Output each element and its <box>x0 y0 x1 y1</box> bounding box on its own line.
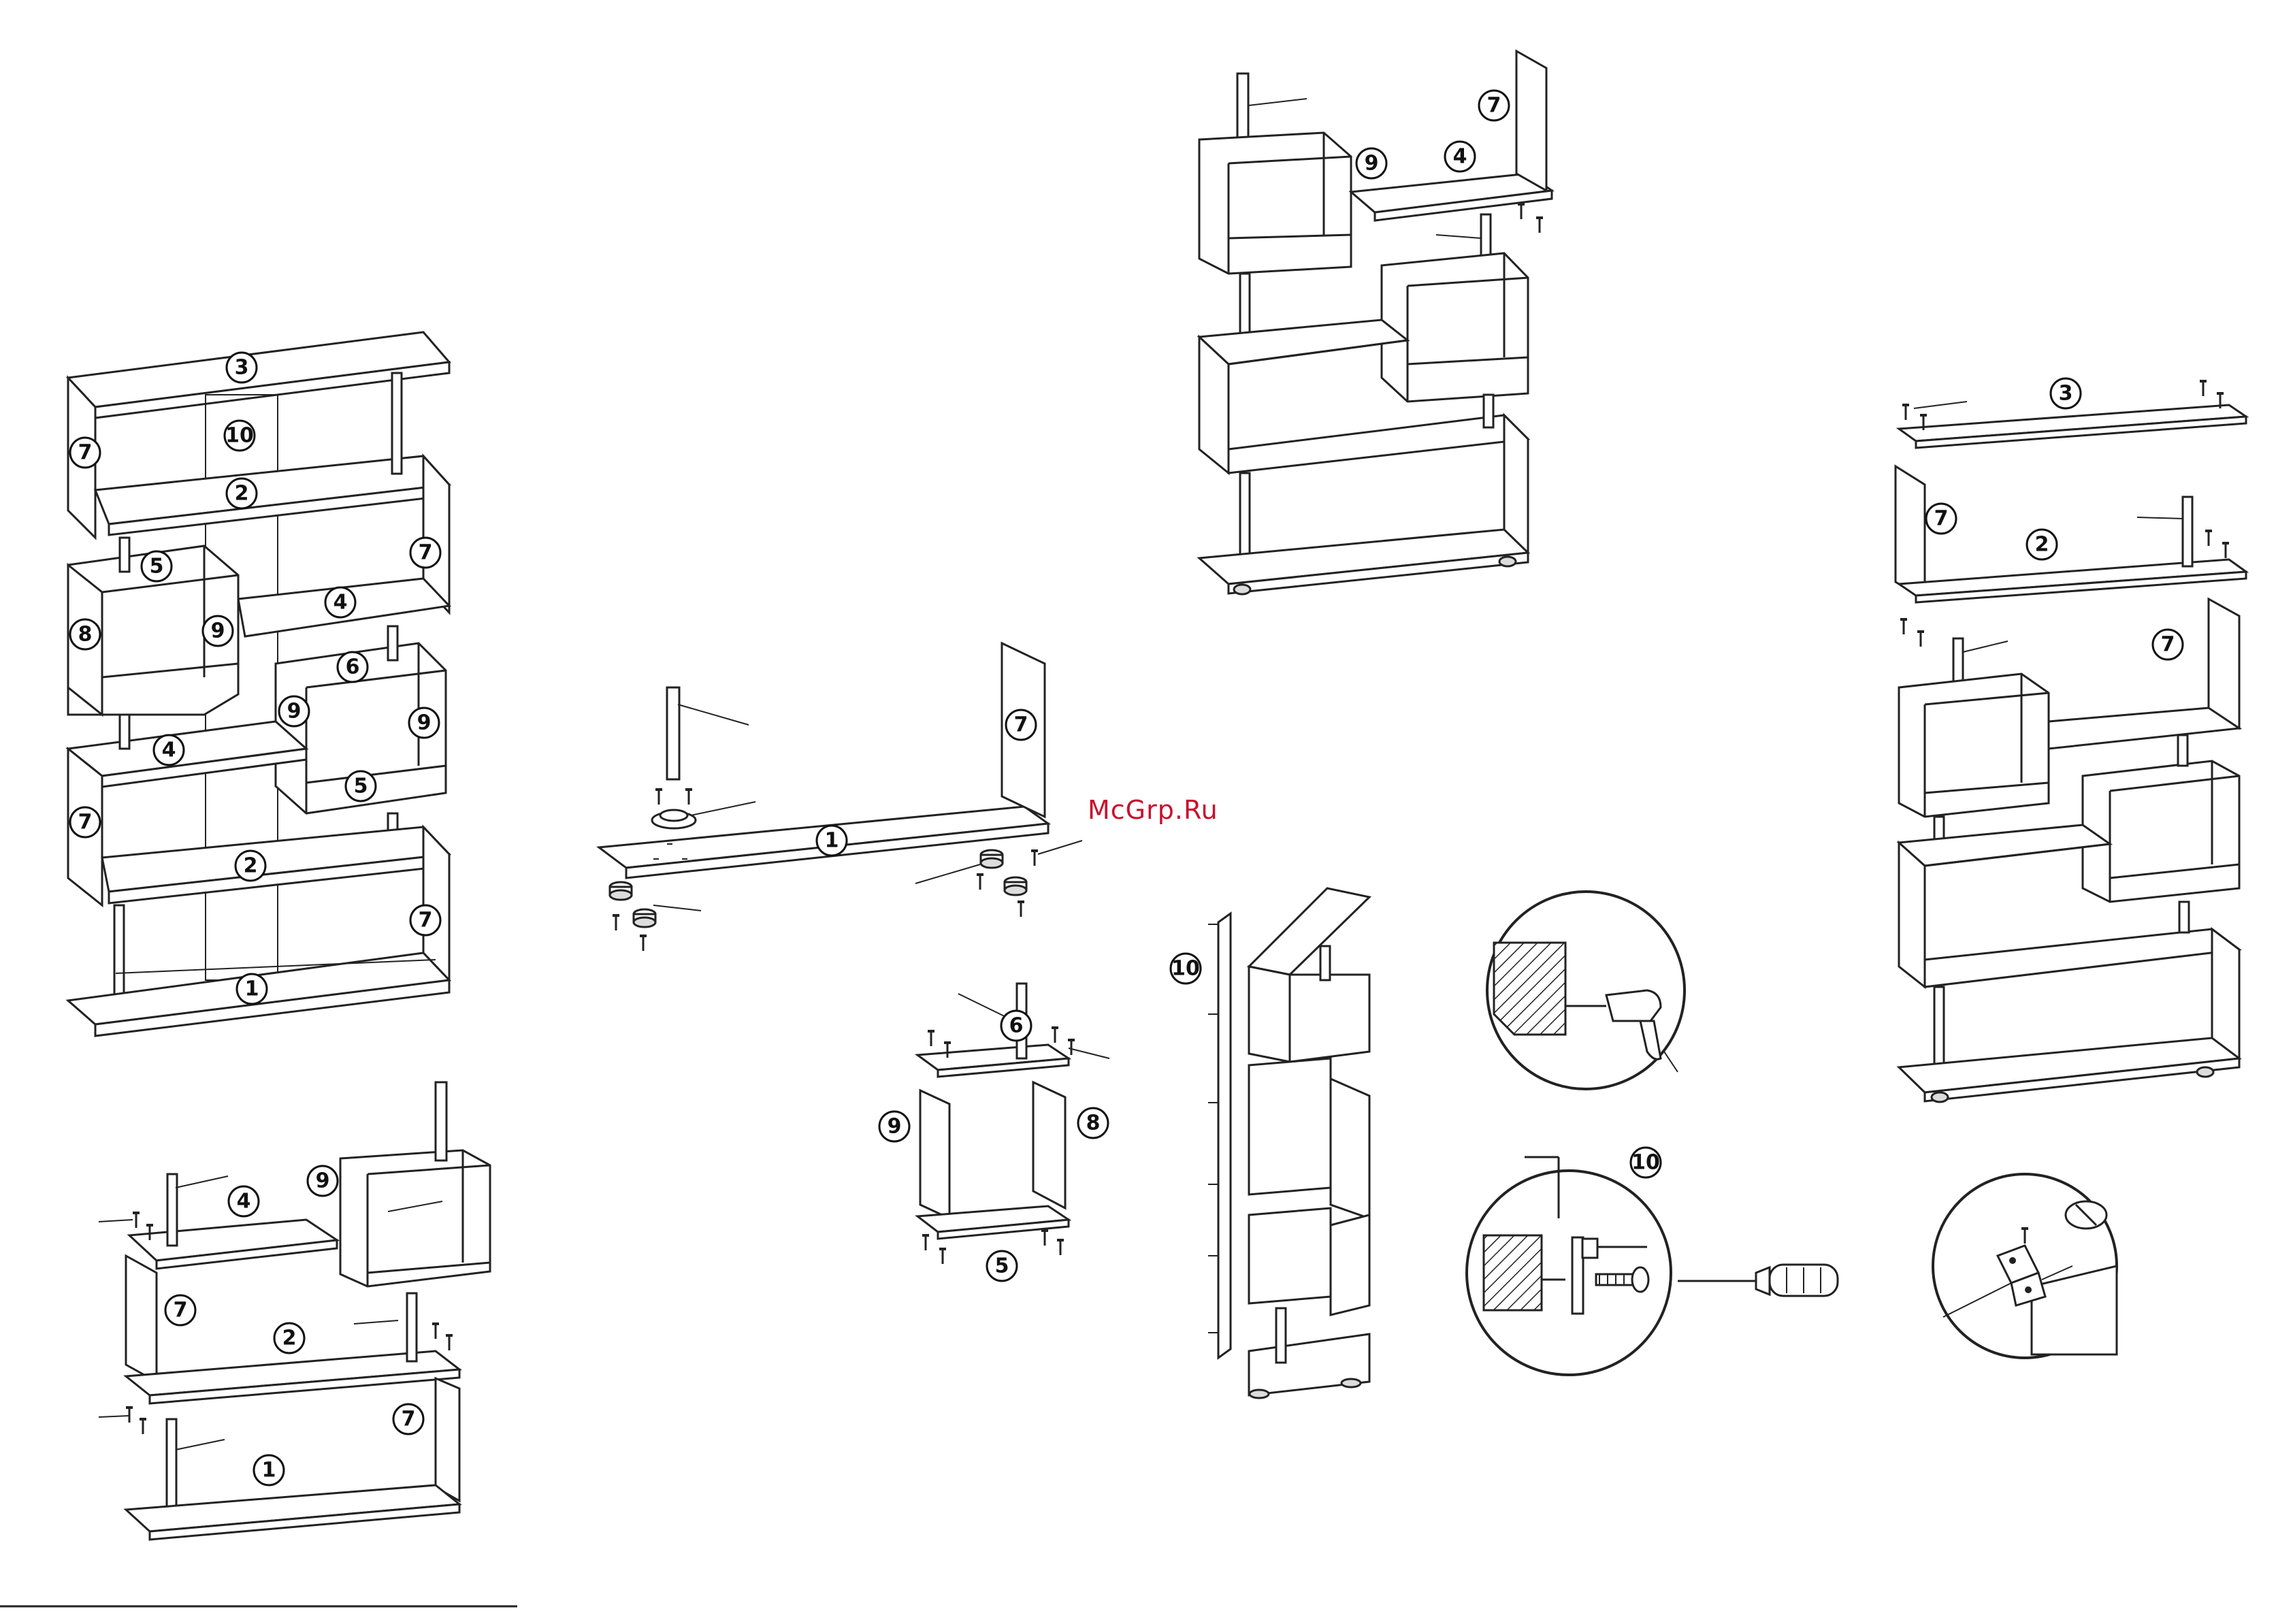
screwdriver-icon <box>1678 1265 1838 1296</box>
callout-5: 5 <box>346 771 376 801</box>
callout-label: 7 <box>419 909 433 932</box>
callout-9: 9 <box>279 696 309 726</box>
callout-9: 9 <box>203 616 233 646</box>
detail-wall-anchor <box>1467 1157 1671 1375</box>
callout-label: 7 <box>78 811 93 834</box>
callout-label: 7 <box>419 541 433 565</box>
assembled-shelf <box>68 332 449 1036</box>
callout-label: 4 <box>334 591 348 615</box>
callout-label: 5 <box>354 775 368 798</box>
callout-label: 3 <box>235 356 249 380</box>
callout-label: 10 <box>1631 1151 1660 1175</box>
callout-7: 7 <box>2153 630 2183 660</box>
callout-2: 2 <box>2027 530 2057 559</box>
callout-label: 7 <box>1487 94 1501 118</box>
callout-3: 3 <box>2051 378 2081 408</box>
callout-label: 9 <box>888 1115 902 1139</box>
callout-label: 7 <box>1014 713 1028 737</box>
callout-7: 7 <box>410 905 440 935</box>
step-lower-assembly <box>99 1082 490 1540</box>
callout-1: 1 <box>237 974 267 1004</box>
callout-label: 4 <box>162 738 176 762</box>
callout-10: 10 <box>1631 1148 1661 1178</box>
callout-label: 6 <box>1009 1014 1024 1038</box>
callout-label: 9 <box>1365 152 1379 176</box>
watermark: McGrp.Ru <box>1088 795 1218 825</box>
callout-2: 2 <box>274 1323 304 1353</box>
callout-1: 1 <box>817 826 847 856</box>
callout-5: 5 <box>987 1251 1017 1281</box>
callout-5: 5 <box>142 551 172 581</box>
callout-7: 7 <box>1479 91 1509 120</box>
callout-label: 7 <box>78 441 93 465</box>
callout-7: 7 <box>393 1404 423 1434</box>
callout-3: 3 <box>227 353 257 383</box>
detail-bracket <box>1933 1174 2117 1358</box>
callout-label: 10 <box>1171 957 1200 981</box>
callout-label: 8 <box>1086 1111 1101 1135</box>
callout-label: 9 <box>287 700 302 724</box>
callout-label: 2 <box>282 1327 297 1350</box>
detail-drill <box>1487 892 1685 1089</box>
callout-label: 9 <box>417 711 432 735</box>
callout-10: 10 <box>225 421 255 451</box>
callout-label: 2 <box>2035 533 2049 557</box>
callout-label: 4 <box>237 1190 251 1214</box>
callout-label: 8 <box>78 623 93 647</box>
callout-label: 2 <box>244 854 258 878</box>
callout-9: 9 <box>308 1166 338 1196</box>
step-base-assembly <box>599 643 1082 951</box>
callout-label: 3 <box>2059 382 2073 406</box>
callout-4: 4 <box>325 587 355 617</box>
callout-label: 7 <box>402 1408 416 1431</box>
callout-7: 7 <box>1006 710 1036 740</box>
callout-label: 5 <box>150 555 164 579</box>
callout-label: 7 <box>174 1299 188 1322</box>
callout-label: 5 <box>995 1254 1009 1278</box>
callout-1: 1 <box>254 1455 284 1485</box>
callout-4: 4 <box>1445 142 1475 172</box>
callout-7: 7 <box>70 807 100 837</box>
callout-2: 2 <box>235 851 265 881</box>
callout-6: 6 <box>1001 1011 1031 1041</box>
callout-7: 7 <box>1926 504 1956 534</box>
callout-6: 6 <box>338 652 368 682</box>
callout-label: 4 <box>1453 145 1467 169</box>
step-upper-assembly <box>1199 51 1552 594</box>
callout-label: 7 <box>2161 633 2175 657</box>
callout-9: 9 <box>409 708 439 738</box>
callout-label: 1 <box>245 977 259 1001</box>
step-wall-mount-side <box>1208 888 1369 1398</box>
step-right-assembly <box>1896 381 2246 1102</box>
callout-label: 1 <box>825 829 839 853</box>
callout-9: 9 <box>879 1111 909 1141</box>
callout-label: 9 <box>211 619 225 643</box>
callout-8: 8 <box>1078 1108 1108 1138</box>
callout-10: 10 <box>1171 954 1201 984</box>
callout-label: 9 <box>316 1169 330 1193</box>
callout-label: 7 <box>1934 507 1949 531</box>
callout-label: 1 <box>262 1459 276 1482</box>
callout-label: 6 <box>346 655 360 679</box>
callout-4: 4 <box>229 1186 259 1216</box>
callout-label: 10 <box>225 424 254 448</box>
callout-8: 8 <box>70 619 100 649</box>
callout-2: 2 <box>227 478 257 508</box>
callout-7: 7 <box>165 1295 195 1325</box>
callout-label: 2 <box>235 482 249 506</box>
callout-4: 4 <box>154 735 184 765</box>
callout-7: 7 <box>410 538 440 568</box>
callout-9: 9 <box>1356 148 1386 178</box>
callout-7: 7 <box>70 438 100 468</box>
